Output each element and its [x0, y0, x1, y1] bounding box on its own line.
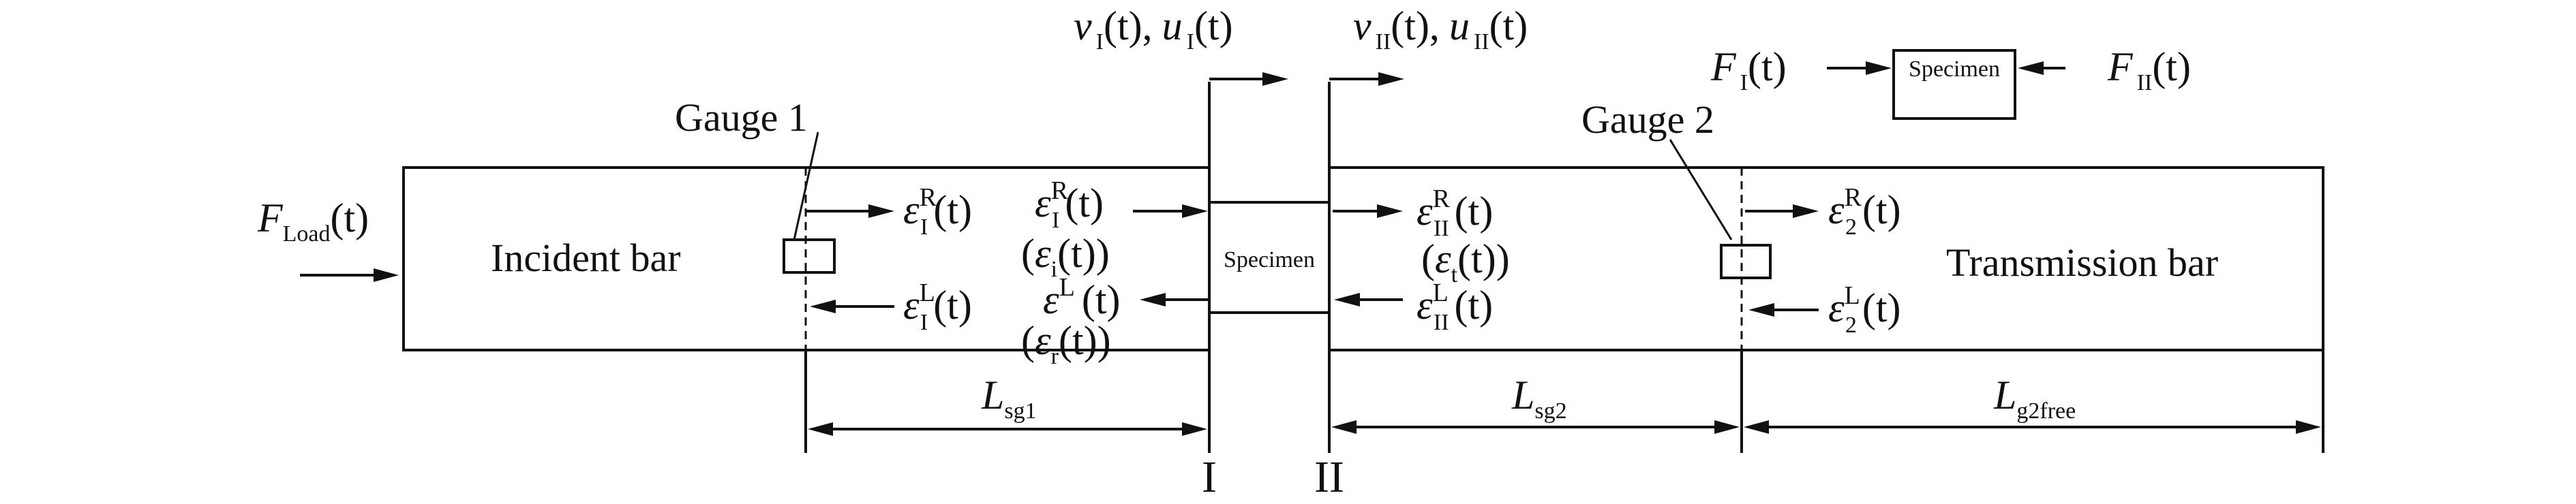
gauge-1-label: Gauge 1: [675, 95, 808, 140]
length-sg2-label: Lsg2: [1511, 373, 1567, 424]
gauge-1-leader: [793, 131, 819, 240]
strain-inc-i: (εi(t)): [1021, 231, 1110, 282]
gauge-2-box: [1720, 244, 1772, 279]
gauge-2-leader: [1669, 139, 1733, 240]
strain-inc-r: (εr(t)): [1021, 318, 1111, 369]
specimen-label: Specimen: [1224, 247, 1315, 272]
interface-1-label: I: [1202, 452, 1217, 502]
gauge-1-box: [783, 238, 836, 274]
incident-bar-label: Incident bar: [491, 236, 681, 280]
gauge-2-label: Gauge 2: [1581, 97, 1714, 142]
length-g2free-label: Lg2free: [1993, 373, 2076, 424]
specimen-inset-box: [1892, 49, 2016, 120]
specimen-inset-label: Specimen: [1909, 57, 2000, 82]
strain-tr-t: (εt(t)): [1421, 236, 1510, 287]
interface-2-label: II: [1314, 452, 1344, 502]
load-arrowhead: [374, 268, 399, 282]
length-sg1-label: Lsg1: [981, 373, 1037, 424]
transmission-bar-label: Transmission bar: [1946, 240, 2218, 285]
load-force-label: FLoad(t): [257, 195, 369, 247]
strain-inc-left: εL(t): [1043, 273, 1121, 322]
